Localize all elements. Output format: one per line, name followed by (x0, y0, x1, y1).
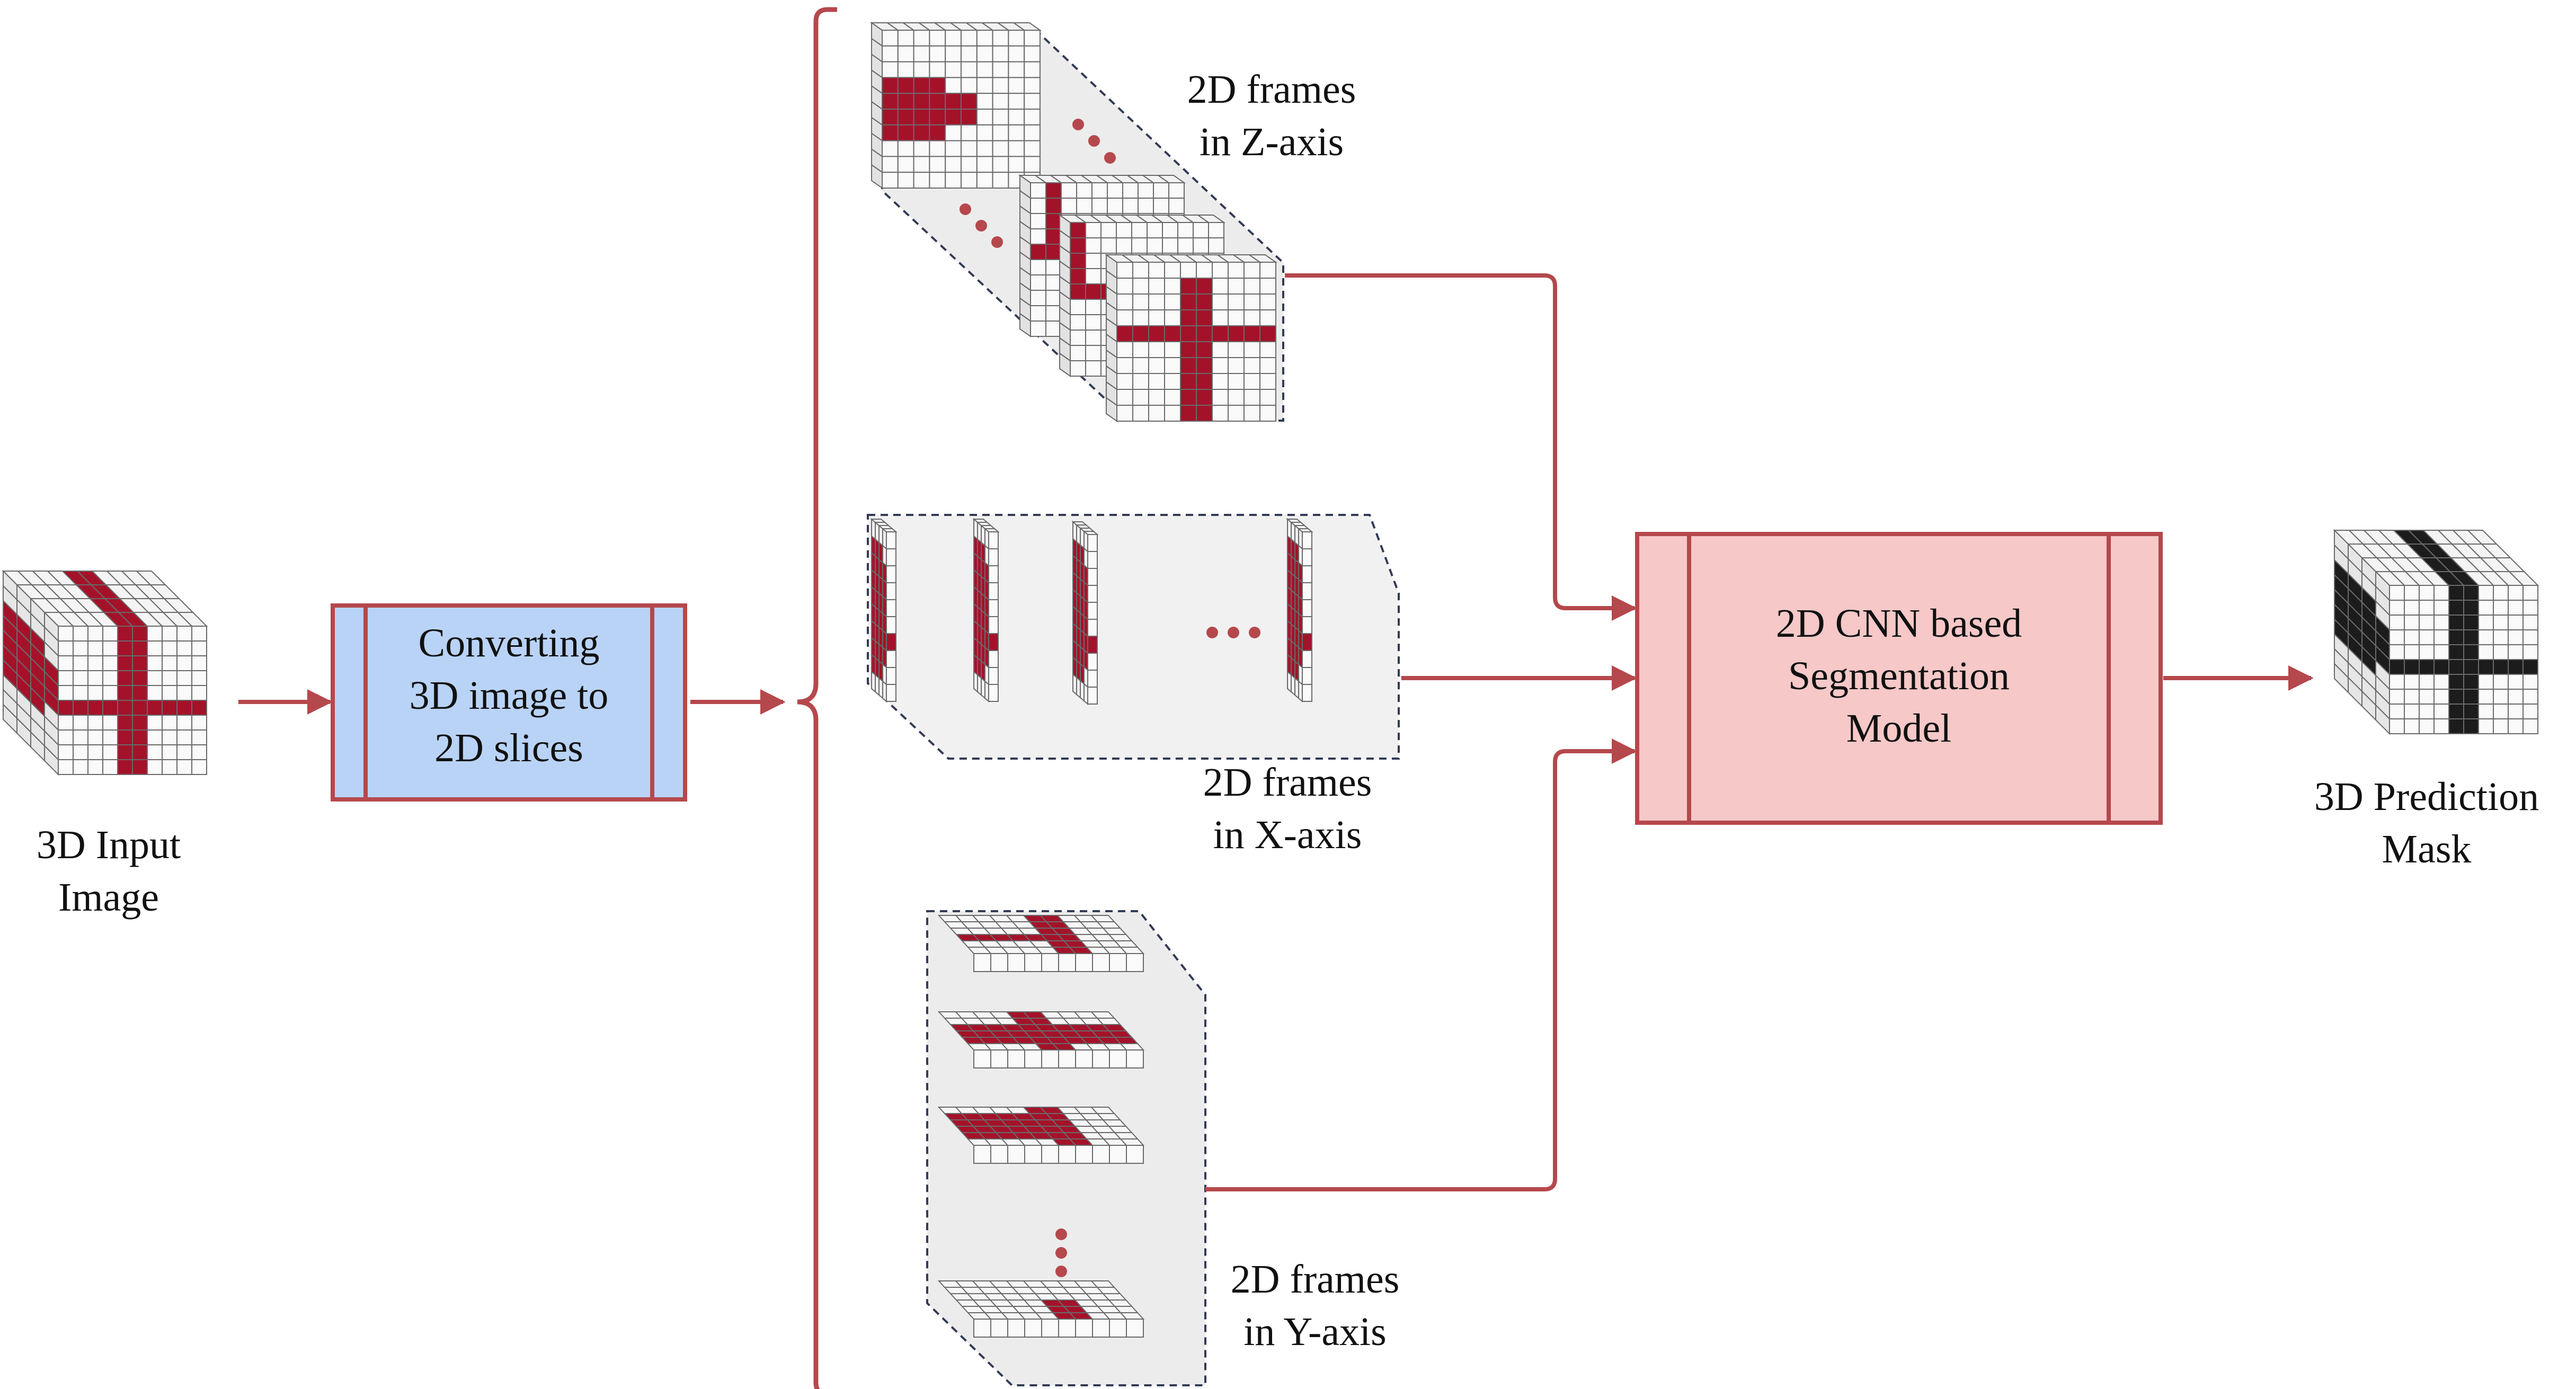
voxel-face (973, 518, 989, 703)
voxel-face (1058, 215, 1226, 223)
voxel-face (871, 22, 883, 189)
voxel-face (1059, 214, 1071, 377)
voxel-face (1104, 254, 1278, 263)
z-frames-label: 2D frames in Z-axis (1134, 64, 1409, 168)
voxel-face (2334, 529, 2390, 735)
output-label-line1: 3D Prediction (2314, 774, 2539, 819)
arrow-y-to-model (1205, 738, 1637, 1191)
z-frames-line2: in Z-axis (1199, 120, 1344, 164)
connectors (238, 273, 2314, 1191)
output-label-line2: Mask (2382, 827, 2472, 871)
z-frames-line1: 2D frames (1187, 67, 1356, 112)
voxel-face (1019, 174, 1031, 337)
model-line1: 2D CNN based (1775, 601, 2022, 646)
output-mask-cube-icon (2333, 529, 2539, 735)
split-brace (797, 7, 837, 1389)
voxel-face (1018, 175, 1186, 183)
y-axis-frames (926, 910, 1206, 1386)
arrow-z-to-model (1285, 273, 1637, 621)
converter-text: Converting 3D image to 2D slices (366, 617, 652, 774)
voxel-face (972, 519, 1000, 532)
voxel-face (937, 1107, 1145, 1146)
voxel-face (1116, 262, 1276, 422)
input-label: 3D Input Image (0, 819, 217, 924)
voxel-face (973, 1145, 1144, 1164)
voxel-face (973, 953, 1144, 972)
input-cube-icon (2, 569, 208, 776)
voxel-face (886, 531, 896, 702)
voxel-face (1286, 519, 1313, 532)
voxel-face (1072, 520, 1088, 706)
voxel-face (871, 518, 887, 703)
converter-line2: 3D image to (409, 673, 609, 718)
voxel-face (882, 30, 1041, 189)
model-text: 2D CNN based Segmentation Model (1689, 598, 2109, 755)
voxel-face (2389, 585, 2538, 734)
z-axis-frames (869, 22, 1284, 422)
voxel-face (1087, 534, 1098, 705)
input-label-line1: 3D Input (36, 823, 181, 867)
y-frames-label: 2D frames in Y-axis (1177, 1253, 1453, 1358)
voxel-face (988, 531, 999, 702)
y-frames-line1: 2D frames (1230, 1257, 1400, 1302)
input-label-line2: Image (58, 875, 159, 920)
voxel-face (1287, 518, 1303, 703)
converter-line3: 2D slices (434, 726, 583, 770)
voxel-face (937, 1280, 1145, 1320)
converter-box (331, 603, 687, 802)
x-frames-label: 2D frames in X-axis (1150, 756, 1425, 861)
y-frames-line2: in Y-axis (1243, 1310, 1387, 1354)
voxel-face (58, 626, 207, 775)
output-label: 3D Prediction Mask (2289, 771, 2564, 876)
voxel-face (2, 571, 208, 627)
x-frames-line1: 2D frames (1203, 760, 1372, 805)
voxel-face (973, 1049, 1144, 1069)
model-line3: Model (1846, 706, 1952, 751)
voxel-face (2333, 530, 2539, 586)
x-axis-frames (867, 514, 1400, 760)
converter-line1: Converting (418, 621, 600, 665)
voxel-face (870, 519, 898, 532)
voxel-face (1071, 521, 1099, 535)
voxel-face (869, 22, 1042, 31)
model-box (1635, 532, 2163, 825)
voxel-face (973, 1319, 1144, 1338)
voxel-face (937, 915, 1145, 954)
voxel-face (3, 569, 59, 776)
voxel-face (937, 1011, 1145, 1050)
model-line2: Segmentation (1788, 654, 2010, 698)
x-frames-line2: in X-axis (1213, 813, 1362, 857)
voxel-face (1106, 254, 1117, 422)
voxel-face (1302, 531, 1312, 702)
